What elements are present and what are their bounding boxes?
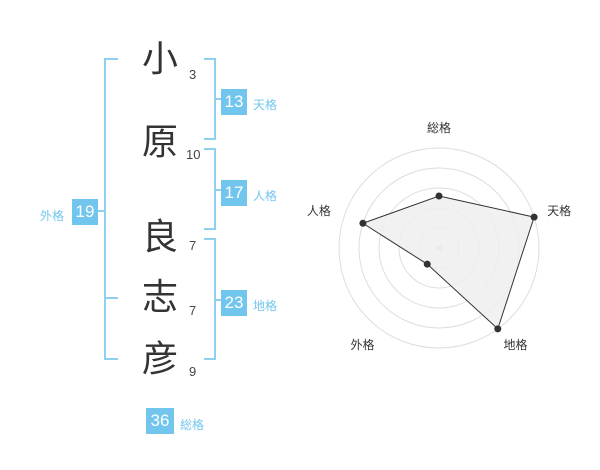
gaikaku-bracket (104, 58, 118, 360)
jinkaku-badge: 17 (221, 180, 247, 206)
radar-axis-label-3: 地格 (504, 337, 528, 352)
radar-point-2 (530, 213, 538, 221)
name-char-5: 彦 (141, 339, 178, 380)
name-char-3: 良 (141, 217, 178, 258)
name-char-4: 志 (141, 277, 178, 318)
tenkaku-connector (214, 98, 222, 100)
gaikaku-label: 外格 (40, 209, 65, 223)
radar-axis-label-4: 外格 (350, 337, 374, 352)
radar-axis-label-2: 天格 (547, 203, 571, 218)
gaikaku-badge: 19 (72, 199, 98, 225)
soukaku-badge: 36 (146, 408, 174, 434)
tenkaku-badge: 13 (221, 89, 247, 115)
stroke-count-1: 3 (189, 67, 197, 82)
radar-axis-label-5: 人格 (307, 203, 331, 218)
chikaku-badge: 23 (221, 290, 247, 316)
stroke-count-2: 10 (186, 147, 201, 162)
name-char-2: 原 (141, 122, 178, 163)
chikaku-label: 地格 (253, 299, 278, 313)
jinkaku-connector (214, 189, 222, 191)
radar-point-3 (494, 325, 502, 333)
jinkaku-label: 人格 (253, 189, 278, 203)
stroke-count-4: 7 (189, 303, 197, 318)
stroke-count-5: 9 (189, 364, 197, 379)
radar-point-4 (423, 260, 431, 268)
gaikaku-connector (98, 210, 106, 212)
soukaku-label: 総格 (180, 418, 205, 432)
radar-axis-label-1: 総格 (427, 120, 451, 135)
radar-point-5 (359, 219, 367, 227)
radar-area (361, 195, 535, 330)
radar-ring (338, 147, 540, 349)
gaikaku-split-line (104, 297, 118, 299)
stroke-count-3: 7 (189, 238, 197, 253)
name-char-1: 小 (141, 39, 178, 80)
chikaku-connector (214, 299, 222, 301)
tenkaku-label: 天格 (253, 98, 278, 112)
radar-point-1 (435, 192, 443, 200)
